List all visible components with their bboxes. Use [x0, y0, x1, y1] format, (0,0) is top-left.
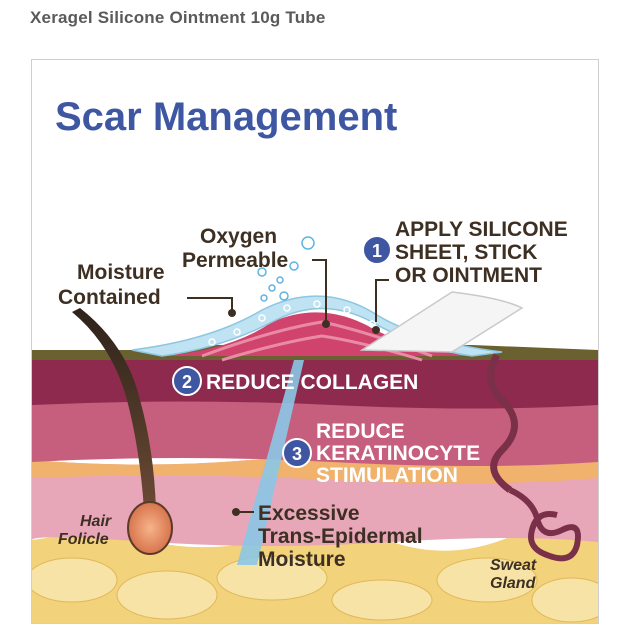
excessive-label-line-2: Trans-Epidermal	[258, 525, 423, 548]
silicone-layer	[131, 295, 503, 357]
step-3-line-1: REDUCE	[316, 420, 405, 443]
hair-label-line-1: Hair	[80, 513, 112, 530]
product-title: Xeragel Silicone Ointment 10g Tube	[30, 8, 326, 27]
step-3-number: 3	[292, 444, 302, 464]
sheet-dot	[372, 326, 380, 334]
step-1-line-1: APPLY SILICONE	[395, 218, 568, 241]
oxygen-bubbles	[257, 236, 315, 302]
sweat-gland-coil	[508, 487, 581, 562]
step-3-line-2: KERATINOCYTE	[316, 442, 480, 465]
skin-layers	[32, 345, 598, 623]
step-1-line-2: SHEET, STICK	[395, 241, 537, 264]
step-1-line-3: OR OINTMENT	[395, 264, 542, 287]
sweat-duct	[487, 353, 518, 493]
moisture-label-line-1: Moisture	[77, 261, 165, 284]
silicone-sheet	[359, 291, 524, 353]
diagram-svg: Scar Management	[32, 95, 598, 623]
step-2-line-1: REDUCE COLLAGEN	[206, 371, 418, 394]
moisture-dot	[228, 309, 236, 317]
fat-cells	[32, 555, 598, 623]
hair-bulb	[127, 501, 173, 555]
step-2-number: 2	[182, 372, 192, 392]
step-1-number: 1	[372, 241, 382, 261]
step-2-badge	[172, 366, 202, 396]
scar-management-diagram: Scar Management	[31, 59, 599, 624]
hair-label-line-2: Folicle	[58, 531, 109, 548]
dermis-upper	[32, 400, 598, 466]
excessive-dot	[232, 508, 240, 516]
step-3-line-3: STIMULATION	[316, 464, 458, 487]
moisture-label-line-2: Contained	[58, 286, 161, 309]
hair-shaft	[72, 308, 156, 510]
moisture-channel	[237, 360, 304, 565]
step-3-badge	[282, 438, 312, 468]
oxygen-dot	[322, 320, 330, 328]
leader-lines	[187, 259, 389, 513]
excessive-label-line-1: Excessive	[258, 502, 360, 525]
oxygen-label-line-1: Oxygen	[200, 225, 277, 248]
step-1-badge	[362, 235, 392, 265]
sweat-label-line-2: Gland	[490, 575, 537, 592]
epidermis	[32, 356, 598, 409]
diagram-heading: Scar Management	[55, 95, 397, 139]
sweat-label-line-1: Sweat	[490, 557, 537, 574]
oxygen-label-line-2: Permeable	[182, 249, 288, 272]
excessive-label-line-3: Moisture	[258, 548, 346, 571]
